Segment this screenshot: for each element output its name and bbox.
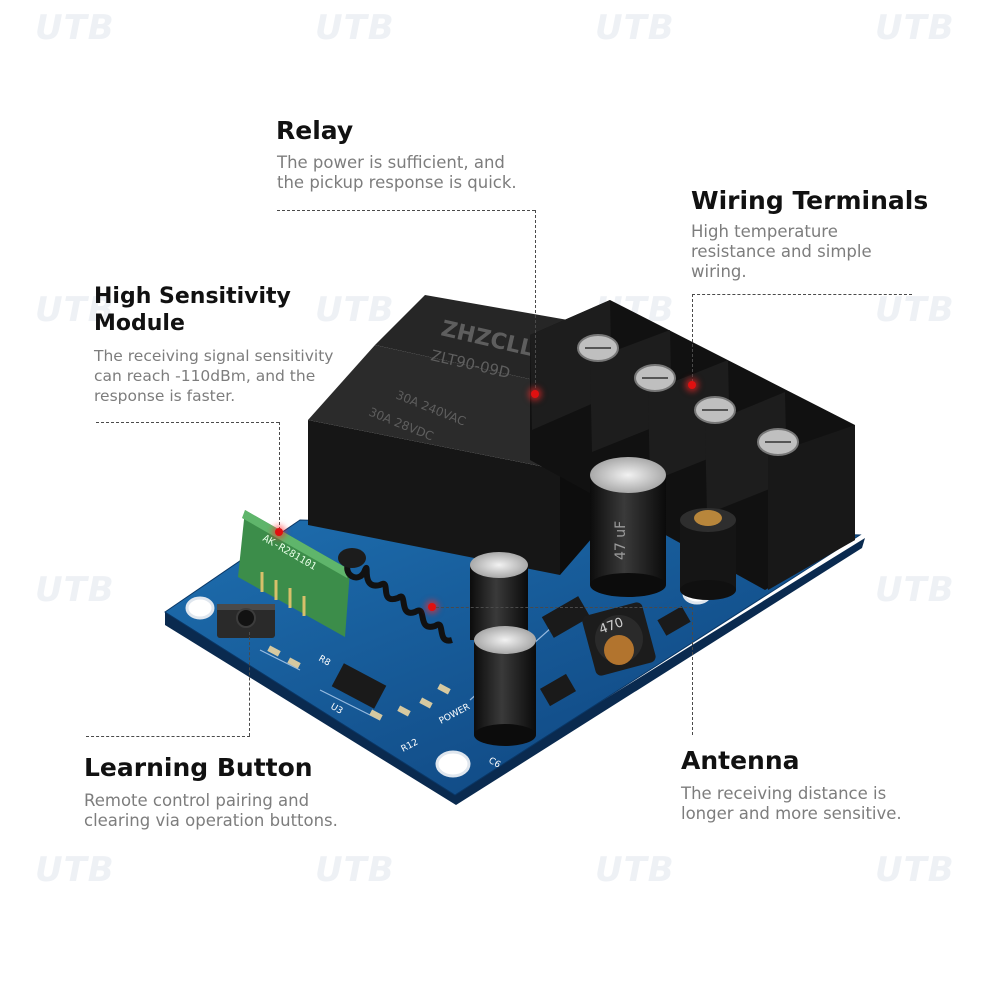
relay-title: Relay <box>276 116 354 145</box>
ferrite-inductor <box>680 508 736 600</box>
module-desc-line: The receiving signal sensitivity <box>94 347 334 365</box>
relay-leader-v <box>535 210 536 393</box>
module-desc-line: can reach -110dBm, and the <box>94 367 316 385</box>
wiring-leader-v <box>692 294 693 382</box>
antenna-hotspot <box>428 603 436 611</box>
relay-desc: The power is sufficient, and the pickup … <box>277 153 517 193</box>
terminal-screws <box>577 334 799 456</box>
module-desc: The receiving signal sensitivity can rea… <box>94 346 333 406</box>
relay-desc-line: the pickup response is quick. <box>277 173 517 192</box>
capacitor-small-2 <box>474 626 536 746</box>
relay-desc-line: The power is sufficient, and <box>277 153 505 172</box>
watermark-logo: UTB <box>35 850 115 890</box>
module-leader-v <box>279 422 280 530</box>
module-hotspot <box>275 528 283 536</box>
watermark-logo: UTB <box>35 8 115 48</box>
smd-resistors <box>267 645 451 721</box>
wiring-desc-line: High temperature <box>691 222 838 241</box>
watermark-logo: UTB <box>315 850 395 890</box>
watermark-logo: UTB <box>595 8 675 48</box>
watermark-logo: UTB <box>875 290 955 330</box>
mount-hole-bottom <box>435 750 471 778</box>
watermark-logo: UTB <box>35 570 115 610</box>
rf-module: AK-R281101 <box>238 510 350 637</box>
smd-chip-u1 <box>540 673 576 707</box>
watermark-logo: UTB <box>875 8 955 48</box>
antenna-desc-line: longer and more sensitive. <box>681 804 902 823</box>
watermark-logo: UTB <box>315 290 395 330</box>
capacitor-large: 47 uF <box>590 457 666 597</box>
module-title: High Sensitivity Module <box>94 283 291 337</box>
module-title-line: Module <box>94 311 185 336</box>
learning-desc-line: clearing via operation buttons. <box>84 811 338 830</box>
learning-button <box>217 604 275 638</box>
capacitor-marking: 47 uF <box>613 521 629 560</box>
module-leader-h <box>96 422 279 423</box>
learning-desc: Remote control pairing and clearing via … <box>84 791 338 831</box>
watermark-logo: UTB <box>595 850 675 890</box>
wiring-hotspot <box>688 381 696 389</box>
antenna-desc: The receiving distance is longer and mor… <box>681 784 902 824</box>
wiring-terminal-block <box>530 300 855 590</box>
spring-antenna <box>344 558 453 644</box>
mount-hole-left <box>185 596 215 620</box>
learning-title: Learning Button <box>84 753 313 782</box>
antenna-base <box>338 548 366 568</box>
relay-hotspot <box>531 390 539 398</box>
antenna-leader-v <box>692 607 693 735</box>
watermark-logo: UTB <box>35 290 115 330</box>
module-desc-line: response is faster. <box>94 387 236 405</box>
antenna-title: Antenna <box>681 746 800 775</box>
module-title-line: High Sensitivity <box>94 284 291 309</box>
wiring-title: Wiring Terminals <box>691 186 929 215</box>
smd-chip-u3 <box>331 663 387 709</box>
relay-leader-h <box>277 210 535 211</box>
watermark-logo: UTB <box>315 8 395 48</box>
antenna-leader-h <box>436 607 692 608</box>
learning-desc-line: Remote control pairing and <box>84 791 310 810</box>
wiring-desc-line: resistance and simple <box>691 242 872 261</box>
watermark-logo: UTB <box>875 850 955 890</box>
antenna-desc-line: The receiving distance is <box>681 784 887 803</box>
smd-chip-u2 <box>541 596 591 638</box>
wiring-desc-line: wiring. <box>691 262 747 281</box>
watermark-logo: UTB <box>875 570 955 610</box>
learning-leader-h <box>86 736 250 737</box>
wiring-leader-h <box>692 294 912 295</box>
power-inductor: 470 <box>582 602 656 676</box>
learning-leader-v <box>249 632 250 736</box>
wiring-desc: High temperature resistance and simple w… <box>691 222 872 282</box>
smd-diode <box>657 606 691 636</box>
